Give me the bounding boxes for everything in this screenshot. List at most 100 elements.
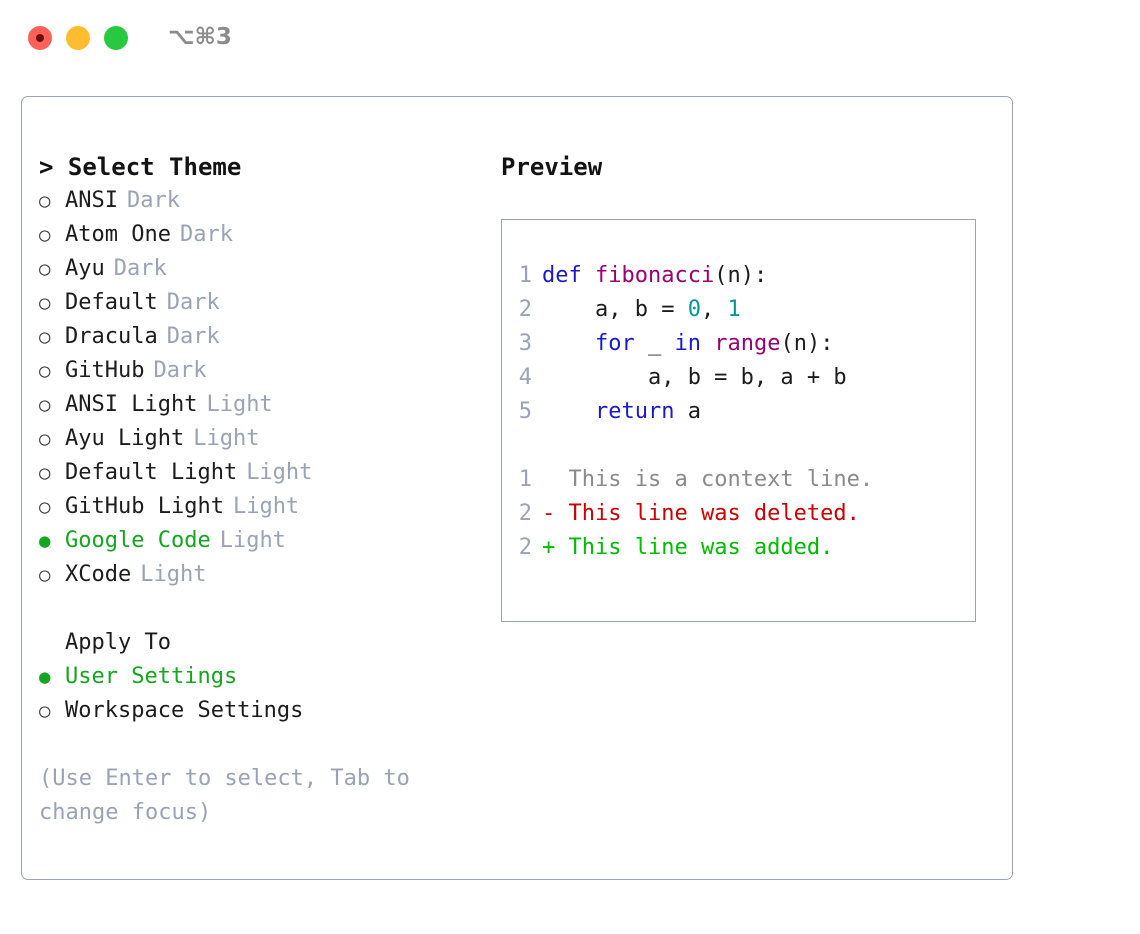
- theme-option-dracula[interactable]: ○ Dracula Dark: [39, 320, 489, 354]
- radio-selected-icon: ●: [39, 666, 51, 688]
- diff-line-text: This line was deleted.: [568, 501, 860, 526]
- diff-line-number: 1: [518, 467, 532, 492]
- traffic-light-buttons: [28, 26, 128, 50]
- radio-selected-icon: ●: [39, 530, 51, 552]
- code-token-plain: [542, 399, 595, 424]
- minimize-window-icon[interactable]: [66, 26, 90, 50]
- radio-unselected-icon: ○: [39, 326, 51, 348]
- theme-option-category: Dark: [166, 324, 220, 349]
- theme-option-category: Dark: [113, 256, 167, 281]
- code-line-number: 5: [518, 399, 532, 424]
- code-line-text: def fibonacci(n):: [542, 259, 767, 293]
- theme-option-label: Atom One: [65, 222, 171, 247]
- apply-to-option-user-settings[interactable]: ●User Settings: [39, 660, 489, 694]
- radio-unselected-icon: ○: [39, 700, 51, 722]
- diff-line-number: 2: [518, 501, 532, 526]
- diff-line-body: This is a context line.: [542, 463, 874, 497]
- diff-spacer: [555, 467, 568, 492]
- theme-option-category: Dark: [126, 188, 180, 213]
- radio-unselected-icon: ○: [39, 428, 51, 450]
- theme-option-label: Default Light: [65, 460, 238, 485]
- theme-option-default-light[interactable]: ○ Default Light Light: [39, 456, 489, 490]
- theme-option-label: XCode: [65, 562, 132, 587]
- close-window-icon[interactable]: [28, 26, 52, 50]
- code-line-number: 3: [518, 331, 532, 356]
- code-line: 5 return a: [502, 395, 975, 429]
- theme-option-ansi[interactable]: ○ ANSI Dark: [39, 184, 489, 218]
- code-line: 2 a, b = 0, 1: [502, 293, 975, 327]
- keyboard-hint-text: (Use Enter to select, Tab to change focu…: [39, 766, 410, 825]
- theme-list-header: > Select Theme: [39, 153, 242, 181]
- theme-option-label: Ayu: [65, 256, 105, 281]
- radio-unselected-icon: ○: [39, 224, 51, 246]
- code-line-text: a, b = 0, 1: [542, 293, 741, 327]
- diff-line-body: - This line was deleted.: [542, 497, 860, 531]
- diff-line-body: + This line was added.: [542, 531, 833, 565]
- code-token-keyword: def: [542, 263, 595, 288]
- theme-option-category: Light: [140, 562, 207, 587]
- title-bar: ⌥⌘3: [0, 0, 1140, 78]
- radio-unselected-icon: ○: [39, 394, 51, 416]
- code-token-plain: a, b = b, a + b: [542, 365, 847, 390]
- code-token-function: fibonacci: [594, 263, 715, 288]
- code-line: 3 for _ in range(n):: [502, 327, 975, 361]
- diff-spacer: [555, 501, 568, 526]
- code-token-plain: ,: [700, 297, 728, 322]
- radio-unselected-icon: ○: [39, 190, 51, 212]
- code-line-number: 4: [518, 365, 532, 390]
- theme-option-category: Light: [219, 528, 286, 553]
- code-line-text: for _ in range(n):: [542, 327, 833, 361]
- code-token-plain: [701, 331, 714, 356]
- radio-unselected-icon: ○: [39, 496, 51, 518]
- code-token-number: 1: [727, 297, 741, 322]
- code-token-plain: (n):: [780, 331, 834, 356]
- theme-option-atom-one[interactable]: ○ Atom One Dark: [39, 218, 489, 252]
- theme-option-label: Default: [65, 290, 158, 315]
- keyboard-shortcut-label: ⌥⌘3: [168, 24, 232, 50]
- code-token-plain: [542, 331, 595, 356]
- code-line-number: 1: [518, 263, 532, 288]
- diff-spacer: [555, 535, 568, 560]
- code-line-number: 2: [518, 297, 532, 322]
- diff-marker: [542, 467, 555, 492]
- code-token-keyword: for: [594, 331, 635, 356]
- theme-option-label: ANSI: [65, 188, 118, 213]
- code-token-plain: a, b =: [542, 297, 688, 322]
- code-line: 1 def fibonacci(n):: [502, 259, 975, 293]
- theme-option-label: Dracula: [65, 324, 158, 349]
- preview-gap: [502, 429, 975, 463]
- code-line-text: a, b = b, a + b: [542, 361, 847, 395]
- code-token-plain: a: [674, 399, 701, 424]
- radio-unselected-icon: ○: [39, 360, 51, 382]
- radio-unselected-icon: ○: [39, 462, 51, 484]
- apply-to-option-workspace-settings[interactable]: ○Workspace Settings: [39, 694, 489, 728]
- theme-option-category: Light: [206, 392, 273, 417]
- code-token-plain: (n):: [714, 263, 768, 288]
- diff-line: 1 This is a context line.: [502, 463, 975, 497]
- theme-option-category: Dark: [179, 222, 233, 247]
- theme-option-category: Light: [246, 460, 313, 485]
- zoom-window-icon[interactable]: [104, 26, 128, 50]
- diff-line: 2+ This line was added.: [502, 531, 975, 565]
- diff-sample: 1 This is a context line. 2 - This line wa…: [502, 463, 975, 565]
- diff-line: 2 - This line was deleted.: [502, 497, 975, 531]
- radio-unselected-icon: ○: [39, 292, 51, 314]
- radio-unselected-icon: ○: [39, 564, 51, 586]
- code-line-text: return a: [542, 395, 701, 429]
- theme-option-xcode[interactable]: ○ XCode Light: [39, 558, 489, 592]
- preview-title: Preview: [501, 153, 603, 181]
- code-token-number: 0: [687, 297, 701, 322]
- diff-marker: +: [542, 535, 556, 560]
